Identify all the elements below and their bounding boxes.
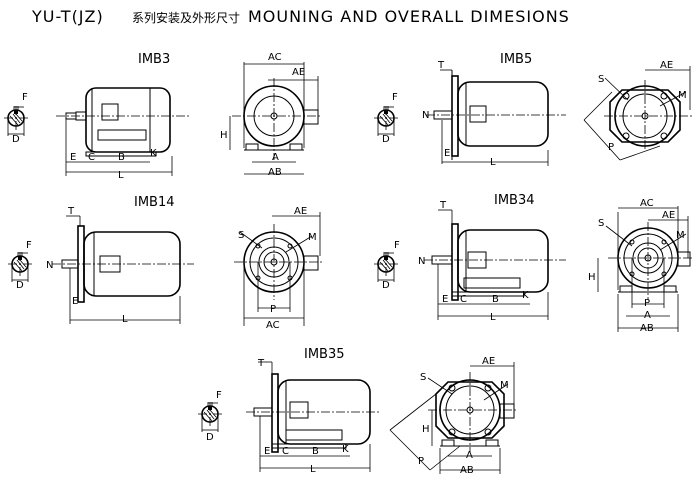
imb5-end-view: AE S M P [583, 60, 692, 161]
imb5-block: IMB5 F D T N E L [373, 52, 692, 168]
imb14-shaft-section: F D [7, 240, 33, 291]
svg-text:H: H [220, 130, 228, 141]
svg-text:P: P [644, 298, 650, 309]
svg-text:C: C [460, 294, 467, 305]
svg-text:K: K [150, 148, 157, 159]
drawing-title-chinese: 系列安装及外形尺寸 [132, 10, 240, 25]
svg-text:S: S [420, 372, 426, 383]
svg-text:B: B [118, 152, 125, 163]
svg-text:E: E [264, 446, 270, 457]
svg-text:F: F [26, 240, 32, 251]
svg-text:E: E [70, 152, 76, 163]
svg-text:AE: AE [294, 206, 307, 217]
svg-text:L: L [118, 170, 124, 181]
svg-text:AE: AE [482, 356, 495, 367]
svg-text:M: M [308, 232, 317, 243]
imb14-side-view: T N E L [46, 206, 194, 325]
svg-text:C: C [88, 152, 95, 163]
svg-text:D: D [12, 134, 20, 145]
imb14-title: IMB14 [134, 195, 175, 210]
svg-text:E: E [442, 294, 448, 305]
svg-text:S: S [238, 230, 244, 241]
drawing-title-english: MOUNING AND OVERALL DIMESIONS [248, 7, 570, 26]
svg-text:AE: AE [292, 67, 305, 78]
svg-text:AB: AB [268, 167, 282, 178]
svg-text:AE: AE [660, 60, 673, 71]
imb14-block: IMB14 F D T N E L AE [7, 195, 322, 331]
svg-text:K: K [342, 444, 349, 455]
svg-text:T: T [257, 358, 265, 369]
svg-text:S: S [598, 74, 604, 85]
imb34-end-view: AC AE S M H [588, 198, 692, 334]
imb35-shaft-section: F D [197, 390, 223, 443]
svg-text:H: H [588, 272, 596, 283]
svg-text:T: T [437, 60, 445, 71]
svg-text:D: D [16, 280, 24, 291]
imb34-side-view: T N E C B K L [418, 200, 566, 323]
svg-text:L: L [310, 464, 316, 475]
imb34-shaft-section: F D [373, 240, 400, 291]
svg-text:A: A [466, 450, 473, 461]
svg-text:K: K [522, 290, 529, 301]
svg-text:N: N [46, 260, 53, 271]
svg-text:P: P [418, 456, 424, 467]
svg-text:P: P [608, 142, 614, 153]
imb3-block: IMB3 F D E C B K L [3, 52, 322, 181]
svg-text:F: F [22, 92, 28, 103]
imb3-title: IMB3 [138, 52, 170, 67]
imb3-side-view: E C B K L [56, 87, 190, 181]
svg-text:L: L [490, 157, 496, 168]
imb35-title: IMB35 [304, 347, 345, 362]
svg-text:F: F [392, 92, 398, 103]
svg-text:S: S [598, 218, 604, 229]
imb34-block: IMB34 F D T N E C B K L [373, 193, 692, 334]
imb35-side-view: T E C B K L [246, 358, 380, 475]
svg-text:AE: AE [662, 210, 675, 221]
svg-text:B: B [492, 294, 499, 305]
imb35-end-view: AE S M H P A [389, 356, 516, 476]
svg-text:F: F [216, 390, 222, 401]
drawing-title-model: YU-T(JZ) [31, 7, 104, 26]
svg-text:N: N [418, 256, 425, 267]
imb3-end-view: AC AE H A AB [220, 52, 322, 178]
imb5-shaft-section: F D [373, 92, 399, 145]
imb14-end-view: AE S M P AC [234, 206, 322, 331]
svg-text:D: D [206, 432, 214, 443]
svg-text:AB: AB [640, 323, 654, 334]
svg-text:F: F [394, 240, 400, 251]
svg-text:C: C [282, 446, 289, 457]
svg-text:AC: AC [268, 52, 282, 63]
imb3-shaft-section: F D [3, 92, 29, 145]
svg-text:T: T [439, 200, 447, 211]
imb35-block: IMB35 F D T E C B K L [197, 347, 516, 476]
svg-text:L: L [122, 314, 128, 325]
svg-text:E: E [444, 148, 450, 159]
svg-text:A: A [272, 152, 279, 163]
svg-text:B: B [312, 446, 319, 457]
svg-text:N: N [422, 110, 429, 121]
svg-text:M: M [500, 380, 509, 391]
imb5-title: IMB5 [500, 52, 532, 67]
svg-text:H: H [422, 424, 430, 435]
svg-text:A: A [644, 310, 651, 321]
svg-text:AB: AB [460, 465, 474, 476]
imb34-title: IMB34 [494, 193, 535, 208]
svg-text:D: D [382, 280, 390, 291]
svg-text:M: M [678, 90, 687, 101]
svg-text:T: T [67, 206, 75, 217]
svg-text:D: D [382, 134, 390, 145]
svg-text:M: M [676, 230, 685, 241]
svg-text:L: L [490, 312, 496, 323]
svg-text:AC: AC [266, 320, 280, 331]
imb5-side-view: T N E L [422, 60, 566, 168]
svg-text:AC: AC [640, 198, 654, 209]
svg-text:P: P [270, 304, 276, 315]
svg-text:E: E [72, 296, 78, 307]
